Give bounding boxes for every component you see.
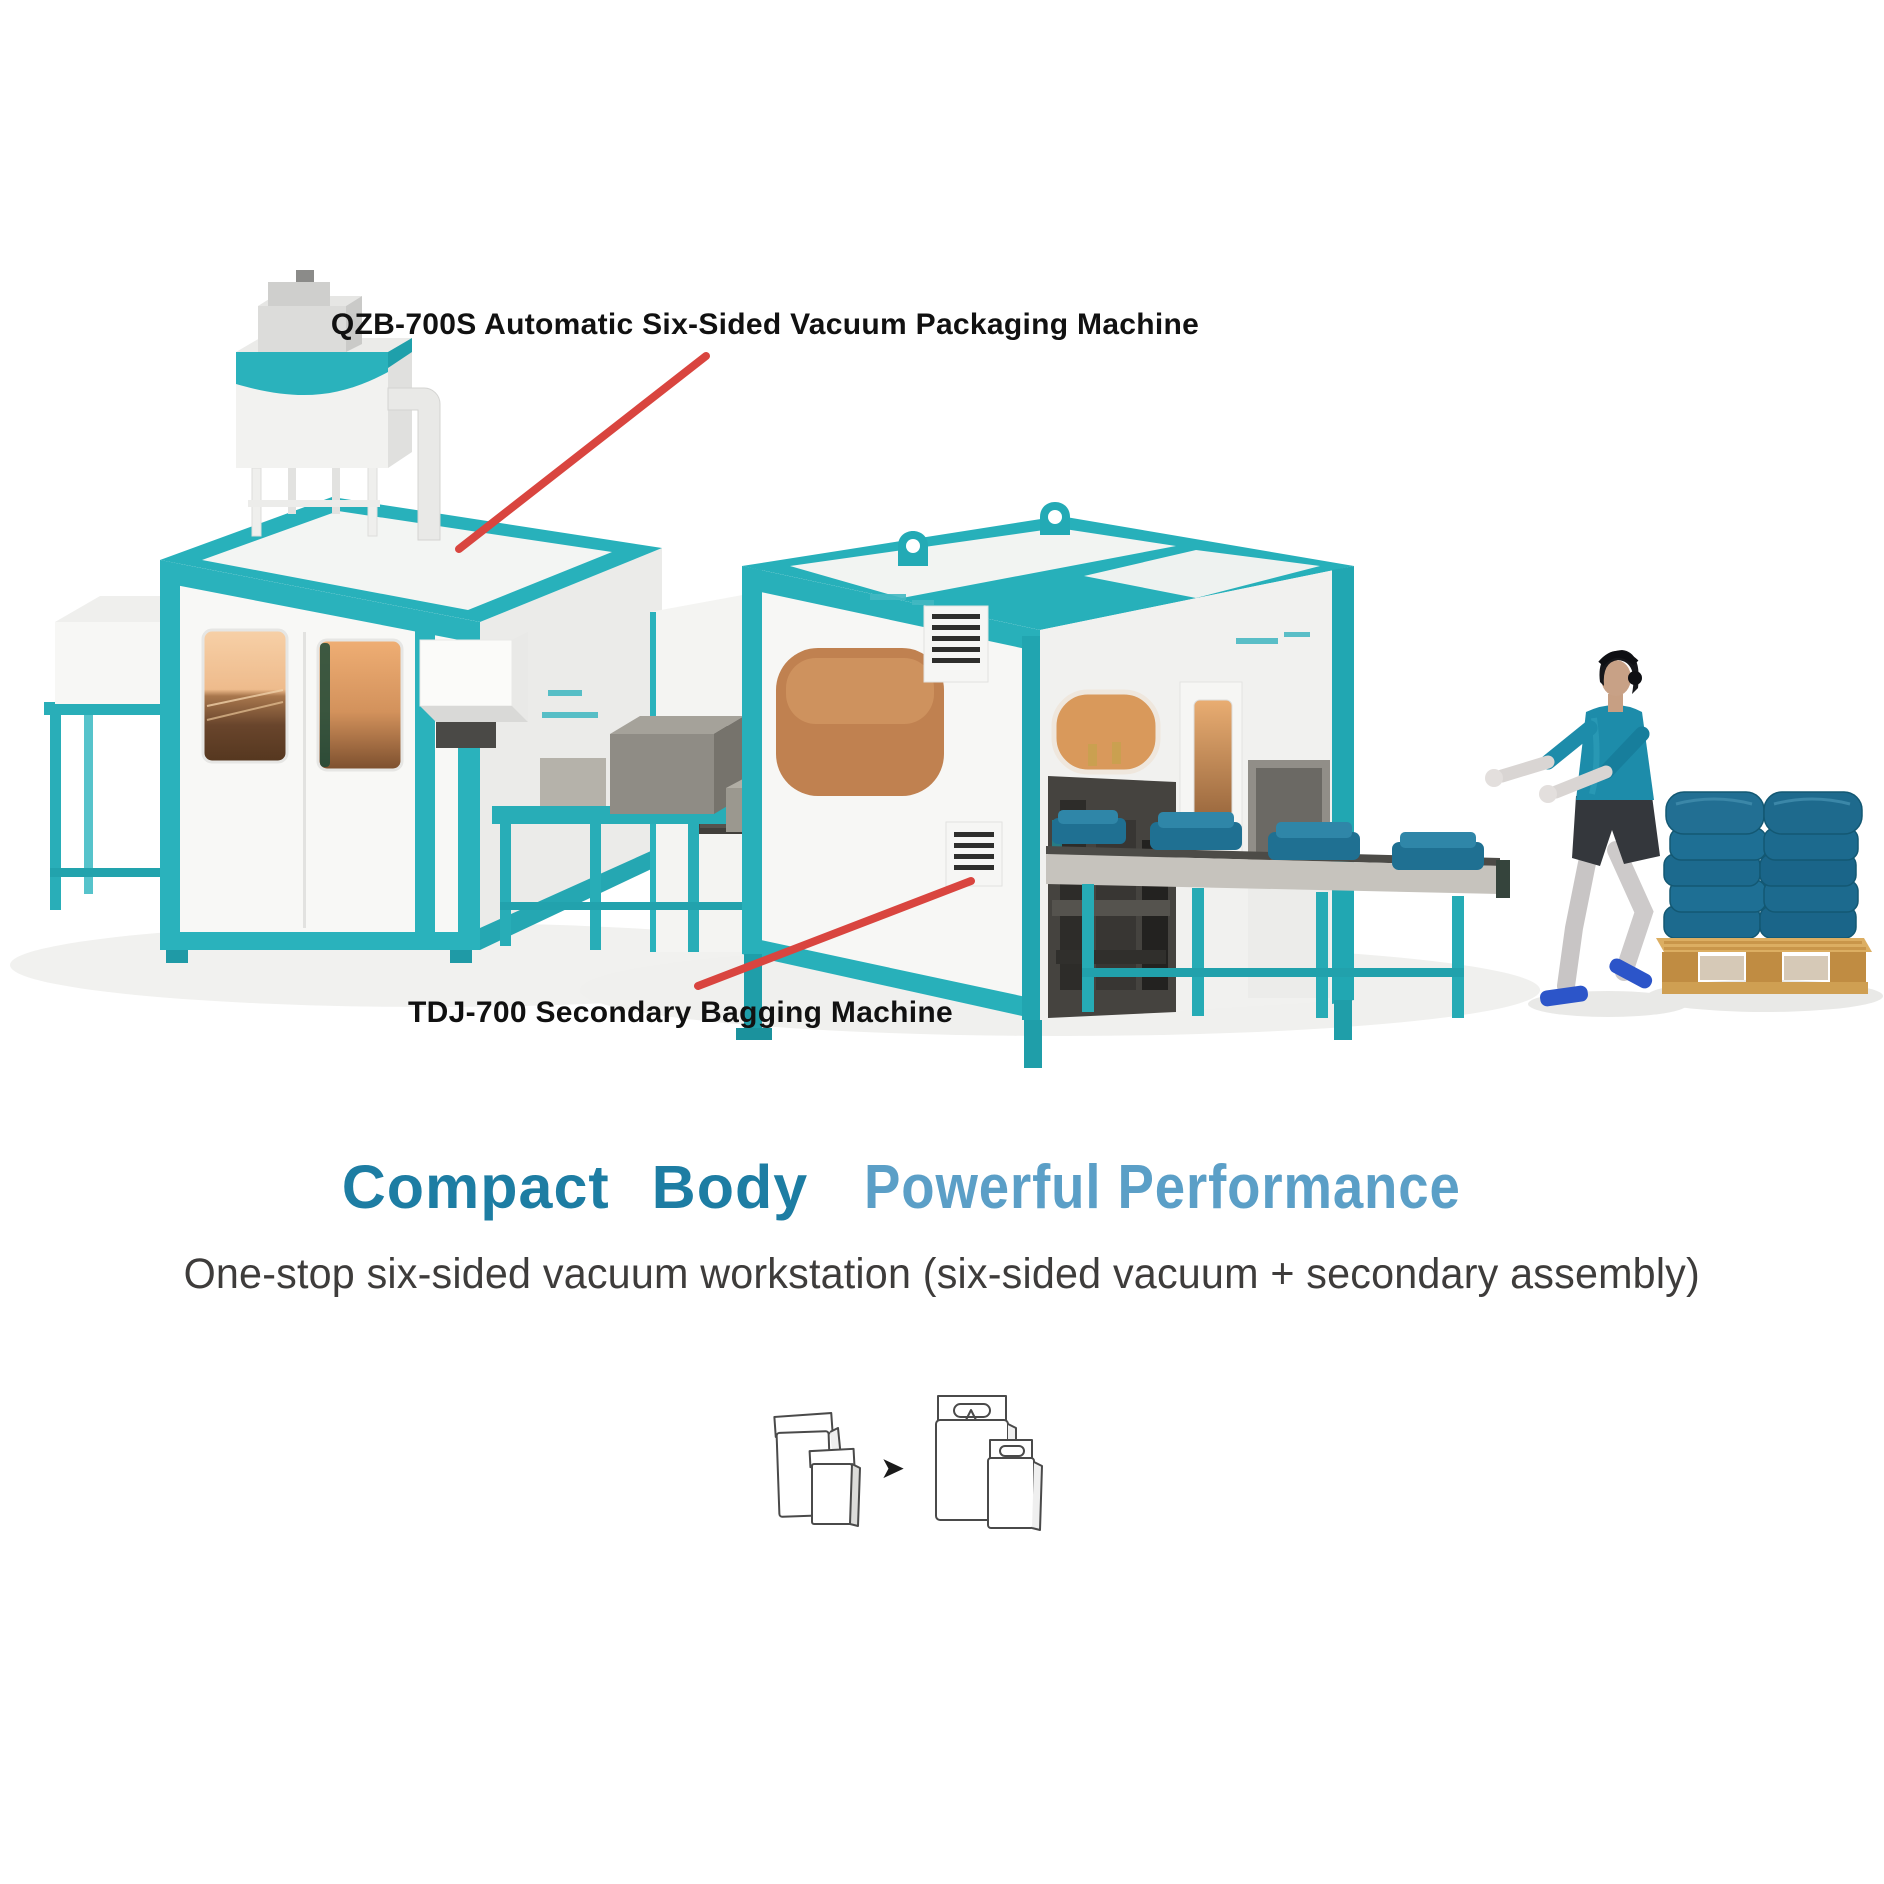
tdj-machine-callout-label: TDJ-700 Secondary Bagging Machine	[408, 996, 954, 1029]
wooden-pallet	[1656, 938, 1872, 994]
qzb-machine-callout-label: QZB-700S Automatic Six-Sided Vacuum Pack…	[330, 308, 1200, 341]
callout-line-tdj	[694, 877, 975, 990]
vent-grille-icon	[923, 605, 1003, 887]
hopper-unit	[236, 270, 441, 541]
handle-bags-after-icon	[935, 1395, 1043, 1531]
output-conveyor	[1046, 810, 1510, 1018]
tdj-window-left	[776, 648, 944, 796]
qzb-window-left	[201, 628, 289, 764]
flat-bags-before-icon	[773, 1412, 861, 1527]
pallet-of-bags	[1656, 791, 1872, 994]
slogan-heading: Compact Body Powerful Performance	[0, 1152, 1884, 1223]
workstation-subtitle: One-stop six-sided vacuum workstation (s…	[183, 1250, 1701, 1298]
qzb-machine-illustration	[160, 497, 662, 963]
slogan-compact-body: Compact Body	[341, 1153, 809, 1221]
slogan-powerful-performance: Powerful Performance	[864, 1153, 1461, 1222]
tdj-window-oval	[1051, 689, 1161, 775]
bag-transformation-diagram: ➤	[773, 1395, 1043, 1531]
vacuum-packed-bricks	[1052, 810, 1484, 870]
qzb-window-right	[316, 638, 404, 772]
arrow-icon: ➤	[880, 1451, 905, 1486]
worker-figure	[1485, 650, 1660, 1007]
callout-line-qzb	[455, 352, 710, 553]
lifting-lug-icon	[898, 502, 1070, 566]
